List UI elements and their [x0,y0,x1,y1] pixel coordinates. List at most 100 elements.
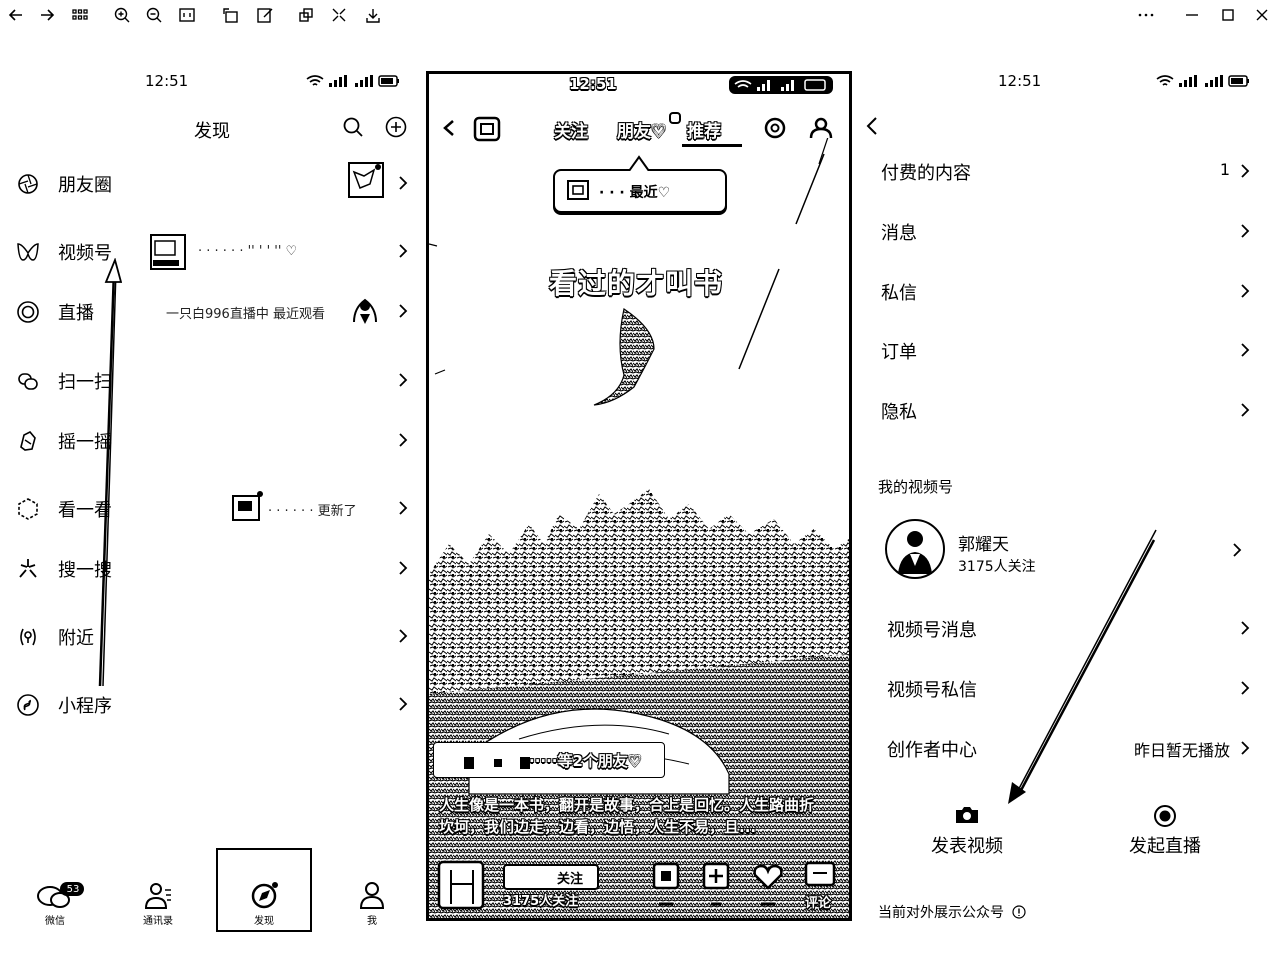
like-icon[interactable] [651,860,681,912]
popup-text: · · · 最近♡ [599,185,671,201]
tab-recommended[interactable]: 推荐 [687,122,721,142]
compass-icon [251,882,278,909]
live-camera-icon[interactable] [763,116,787,140]
profile-icon[interactable] [809,116,833,140]
menu-label: 摇一摇 [58,432,112,453]
start-live-label: 发起直播 [1129,836,1201,857]
chevron-right-icon [399,244,408,258]
row-paid-content[interactable]: 付费的内容 1 [878,151,1258,191]
nav-contacts[interactable]: 通讯录 [128,880,188,927]
grid-icon[interactable] [71,6,89,24]
camera-icon [956,807,978,823]
row-messages[interactable]: 消息 [878,211,1258,251]
live-record-icon [1154,805,1176,827]
my-channel-card[interactable]: 郭耀天 3175人关注 [878,516,1258,582]
video-headline: 看过的才叫书 [549,267,724,300]
nav-chats[interactable]: 53 微信 [25,880,85,927]
zoom-in-icon[interactable] [113,6,131,24]
tab-following[interactable]: 关注 [554,122,588,142]
moments-thumbnail [348,162,384,198]
share-icon[interactable] [701,860,731,912]
close-icon[interactable] [1253,6,1271,24]
menu-item-shake[interactable]: 摇一摇 [0,420,420,460]
add-icon[interactable] [385,116,407,138]
friends-liked-text: ·····等2个朋友♡ [529,752,642,770]
nav-me[interactable]: 我 [342,880,402,927]
row-label: 消息 [881,223,917,244]
row-orders[interactable]: 订单 [878,330,1258,370]
back-icon[interactable] [439,118,459,138]
status-icons [1156,75,1249,87]
menu-item-live[interactable]: 直播 一只白996直播中 最近观看 [0,291,420,331]
menu-item-top-stories[interactable]: 看一看 · · · · · · 更新了 [0,488,420,528]
friends-popup[interactable]: · · · 最近♡ [553,169,727,213]
info-icon[interactable] [1012,905,1027,919]
menu-item-mini-programs[interactable]: 小程序 [0,684,420,724]
search-icon[interactable] [342,116,364,138]
row-label: 创作者中心 [887,740,977,761]
menu-item-scan[interactable]: 扫一扫 [0,360,420,400]
status-time: 12:51 [998,72,1042,90]
annotation-arrow [1008,529,1157,804]
start-live-button[interactable]: 发起直播 [1118,804,1212,864]
chevron-right-icon [399,697,408,711]
caption-line-2: 坎坷，我们边走，边看，边悟，人生不易，且... [439,818,757,836]
minimize-icon[interactable] [1183,6,1201,24]
chevron-right-icon [399,629,408,643]
friends-liked-bar[interactable]: ·····等2个朋友♡ [433,742,665,778]
forward-arrow-icon[interactable] [38,6,56,24]
menu-item-nearby[interactable]: 附近 [0,616,420,656]
live-trail-text: 一只白996直播中 最近观看 [166,307,325,322]
status-time: 12:51 [145,72,189,90]
top-stories-trail-text: · · · · · · 更新了 [268,504,357,519]
fit-screen-icon[interactable] [178,6,196,24]
menu-item-moments[interactable]: 朋友圈 [0,162,420,203]
nav-discover[interactable]: 发现 [234,880,294,927]
row-privacy[interactable]: 隐私 [878,390,1258,430]
menu-label: 直播 [58,303,94,324]
comment-icon[interactable] [803,860,837,890]
status-icons [729,76,833,94]
friend-avatars [464,757,530,769]
row-private-messages[interactable]: 私信 [878,271,1258,311]
search-sparkle-icon [19,559,37,578]
menu-item-search[interactable]: 搜一搜 [0,548,420,588]
rotate-icon[interactable] [222,6,240,24]
tab-friends[interactable]: 朋友♡ [617,122,667,142]
crop-icon[interactable] [297,6,315,24]
menu-label: 视频号 [58,243,112,264]
nav-label: 通讯录 [143,916,173,927]
annotation-arrow [98,258,122,687]
follow-button[interactable]: 关注 [503,864,599,890]
active-tab-underline [682,144,742,147]
expand-icon[interactable] [330,6,348,24]
chevron-right-icon [1241,164,1250,178]
channels-thumbnail [150,234,186,270]
row-channel-private-messages[interactable]: 视频号私信 [884,668,1258,708]
menu-label: 扫一扫 [58,372,112,393]
chevron-right-icon [399,433,408,447]
nav-label: 微信 [45,916,65,927]
author-avatar[interactable] [437,860,487,912]
footer-label: 当前对外展示公众号 [878,905,1004,921]
menu-item-channels[interactable]: 视频号 · · · · · · '' ' ' '' ♡ [0,231,420,271]
live-avatar [353,298,377,324]
menu-label: 朋友圈 [58,175,112,196]
contacts-icon [144,883,171,909]
chevron-right-icon [1241,284,1250,298]
channels-video-screen[interactable]: 12:51 关注 朋友♡ 推荐 · · · 最近♡ 看过的才叫书 ·····等2… [426,71,852,921]
zoom-out-icon[interactable] [145,6,163,24]
maximize-icon[interactable] [1219,6,1237,24]
back-icon[interactable] [864,116,880,136]
row-channel-messages[interactable]: 视频号消息 [884,608,1258,648]
edit-icon[interactable] [256,6,274,24]
heart-icon[interactable] [751,860,785,912]
chevron-right-icon [399,501,408,515]
back-arrow-icon[interactable] [7,6,25,24]
channel-switch-icon[interactable] [473,116,501,142]
row-creator-center[interactable]: 创作者中心 昨日暂无播放 [884,728,1258,768]
download-icon[interactable] [364,6,382,24]
more-icon[interactable] [1137,6,1155,24]
chevron-right-icon [1241,224,1250,238]
publish-video-button[interactable]: 发表视频 [918,804,1016,864]
